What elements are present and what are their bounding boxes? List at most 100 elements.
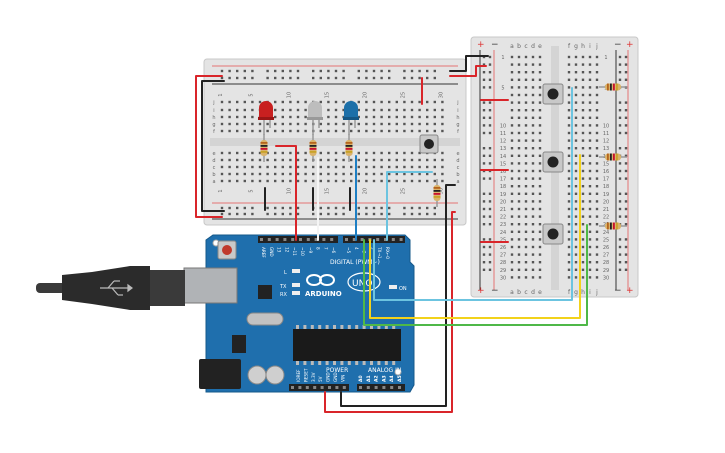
- hole: [228, 165, 231, 169]
- hole: [567, 207, 571, 211]
- row-number: 24: [603, 230, 609, 236]
- hole: [488, 245, 492, 249]
- pin: [313, 386, 317, 389]
- hole: [574, 238, 578, 241]
- hole: [524, 276, 528, 279]
- hole: [357, 122, 360, 126]
- hole: [510, 230, 514, 233]
- hole: [342, 165, 345, 169]
- hole: [595, 276, 599, 279]
- hole: [567, 71, 571, 74]
- hole: [588, 93, 592, 97]
- hole: [618, 71, 622, 74]
- reset-button[interactable]: [217, 240, 237, 260]
- row-number: 10: [603, 123, 609, 129]
- hole: [488, 109, 492, 112]
- hole: [538, 109, 542, 112]
- hole: [289, 212, 292, 216]
- hole: [524, 169, 528, 173]
- row-number: 28: [500, 260, 506, 266]
- hole: [418, 212, 421, 216]
- hole: [319, 151, 322, 155]
- column-number: 25: [400, 188, 406, 194]
- hole: [266, 76, 269, 80]
- hole: [538, 63, 542, 66]
- hole: [574, 154, 578, 157]
- hole: [517, 71, 521, 74]
- hole: [574, 207, 578, 211]
- hole: [228, 76, 231, 80]
- hole: [274, 115, 277, 119]
- hole: [220, 179, 224, 183]
- pushbutton-2[interactable]: [542, 151, 564, 173]
- hole: [524, 215, 528, 218]
- hole: [410, 172, 414, 176]
- hole: [517, 215, 521, 218]
- hole: [595, 78, 599, 81]
- hole: [482, 223, 486, 226]
- analog-pin-label: A4: [389, 375, 395, 382]
- hole: [251, 151, 254, 155]
- hole: [426, 206, 429, 210]
- hole: [581, 215, 585, 218]
- hole: [517, 139, 521, 142]
- hole: [588, 185, 592, 188]
- hole: [517, 276, 521, 279]
- pin: [283, 238, 287, 241]
- hole: [372, 179, 376, 183]
- hole: [595, 200, 599, 203]
- hole: [228, 151, 231, 155]
- hole: [482, 215, 486, 218]
- hole: [281, 172, 284, 176]
- hole: [403, 122, 406, 126]
- hole: [380, 206, 383, 210]
- hole: [266, 122, 269, 126]
- hole: [350, 165, 353, 169]
- hole: [372, 108, 376, 112]
- hole: [588, 169, 592, 173]
- row-letter: c: [457, 165, 460, 171]
- hole: [418, 165, 421, 169]
- hole: [567, 185, 571, 188]
- hole: [510, 276, 514, 279]
- hole: [243, 206, 246, 210]
- hole: [281, 100, 284, 104]
- pin: [305, 386, 309, 389]
- hole: [372, 158, 376, 162]
- hole: [319, 206, 322, 210]
- hole: [289, 172, 292, 176]
- hole: [296, 115, 300, 119]
- hole: [395, 151, 398, 155]
- hole: [220, 69, 224, 73]
- hole: [588, 238, 592, 241]
- hole: [531, 238, 535, 241]
- column-number: 15: [324, 92, 330, 98]
- header-pins: [260, 238, 403, 389]
- hole: [510, 162, 514, 165]
- large-minus-br: −: [614, 286, 622, 296]
- hole: [342, 172, 345, 176]
- hole: [274, 179, 277, 183]
- led-l-label: L: [284, 270, 287, 276]
- hole: [220, 129, 224, 133]
- hole: [517, 268, 521, 271]
- hole: [538, 147, 542, 150]
- hole: [567, 192, 571, 195]
- hole: [567, 86, 571, 89]
- hole: [567, 154, 571, 157]
- hole: [488, 124, 492, 127]
- hole: [567, 169, 571, 173]
- row-letter: b: [212, 172, 215, 178]
- hole: [236, 212, 239, 216]
- pushbutton-small[interactable]: [419, 134, 439, 154]
- column-letter: c: [524, 289, 527, 296]
- hole: [538, 154, 542, 157]
- usb-port: [183, 267, 238, 304]
- pin: [366, 386, 370, 389]
- pushbutton-1[interactable]: [542, 83, 564, 105]
- hole: [618, 124, 622, 127]
- hole: [426, 100, 429, 104]
- pushbutton-3[interactable]: [542, 223, 564, 245]
- hole: [266, 172, 269, 176]
- hole: [624, 162, 628, 165]
